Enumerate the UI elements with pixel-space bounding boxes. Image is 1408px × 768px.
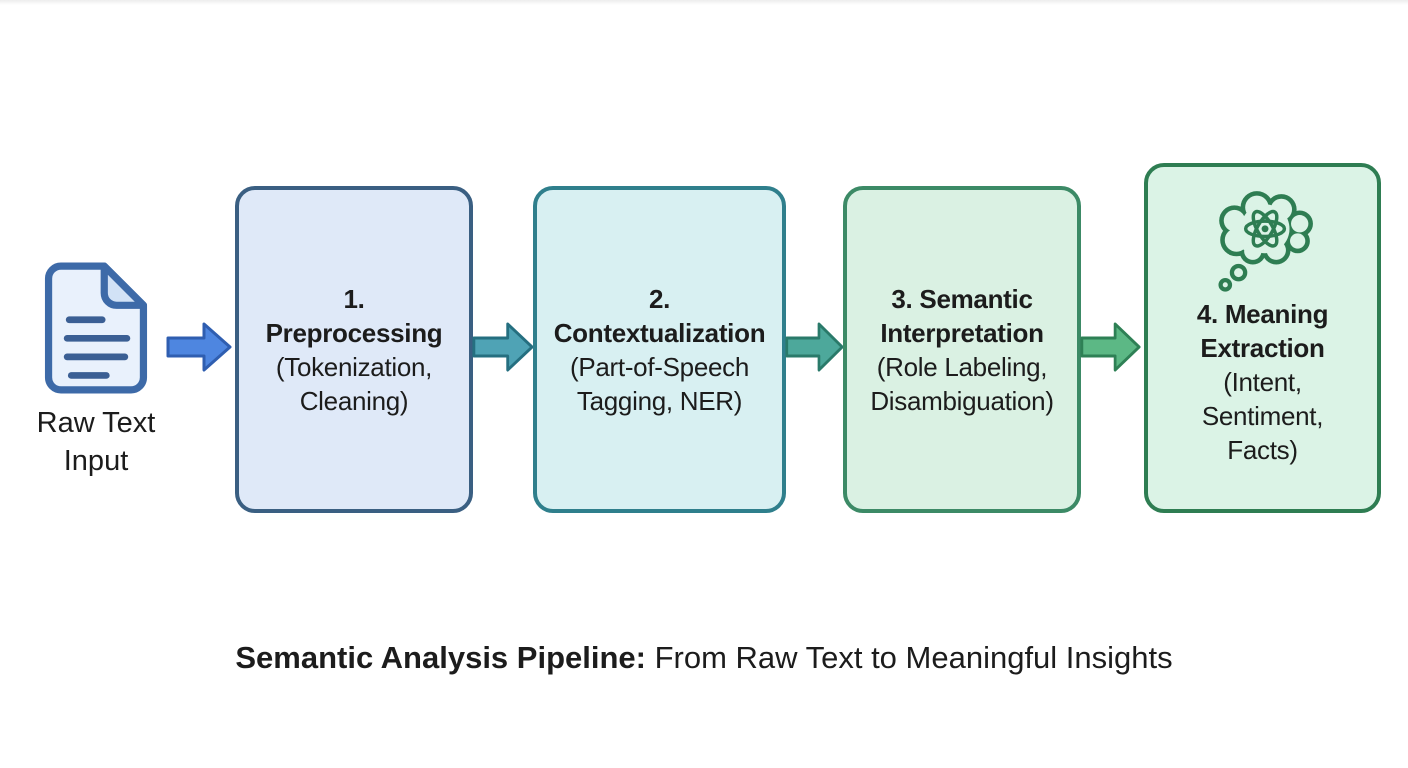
arrow-shape xyxy=(166,322,232,372)
top-edge-shade xyxy=(0,0,1408,5)
document-icon xyxy=(44,262,148,394)
raw-text-input-label: Raw Text Input xyxy=(36,407,156,477)
document-body xyxy=(44,262,148,394)
flow-arrow-4 xyxy=(1080,322,1141,372)
stage-detail: (Part-of-Speech Tagging, NER) xyxy=(569,351,750,416)
stage-detail: (Intent, Sentiment, Facts) xyxy=(1201,367,1324,465)
stage-title: 4. Meaning Extraction xyxy=(1196,299,1329,363)
arrow-shape xyxy=(472,322,534,372)
arrow-shape xyxy=(1080,322,1141,372)
caption-title: Semantic Analysis Pipeline: xyxy=(235,640,646,675)
thought-trail-dots xyxy=(1217,263,1247,292)
arrow-shape xyxy=(785,322,844,372)
flow-arrow-2 xyxy=(472,322,534,372)
stage-preprocessing: 1. Preprocessing (Tokenization, Cleaning… xyxy=(235,186,473,513)
diagram-caption: Semantic Analysis Pipeline: From Raw Tex… xyxy=(0,638,1408,678)
stage-detail: (Role Labeling, Disambiguation) xyxy=(870,351,1054,416)
stage-detail: (Tokenization, Cleaning) xyxy=(275,351,433,416)
raw-text-input-group: Raw Text Input xyxy=(18,262,174,480)
stage-title: 3. Semantic Interpretation xyxy=(880,283,1044,348)
stage-semantic-interpretation: 3. Semantic Interpretation (Role Labelin… xyxy=(843,186,1081,513)
stage-contextualization: 2. Contextualization (Part-of-Speech Tag… xyxy=(533,186,786,513)
stage-title: 1. Preprocessing xyxy=(265,283,443,348)
stage-meaning-extraction: 4. Meaning Extraction (Intent, Sentiment… xyxy=(1144,163,1381,513)
flow-arrow-3 xyxy=(785,322,844,372)
document-text-lines xyxy=(63,316,131,379)
stage-title: 2. Contextualization xyxy=(553,283,766,348)
caption-subtitle: From Raw Text to Meaningful Insights xyxy=(645,640,1173,675)
thought-bubble-atom-icon xyxy=(1217,191,1313,292)
atom-icon xyxy=(1243,209,1286,248)
document-fold xyxy=(100,262,148,309)
flow-arrow-1 xyxy=(166,322,232,372)
